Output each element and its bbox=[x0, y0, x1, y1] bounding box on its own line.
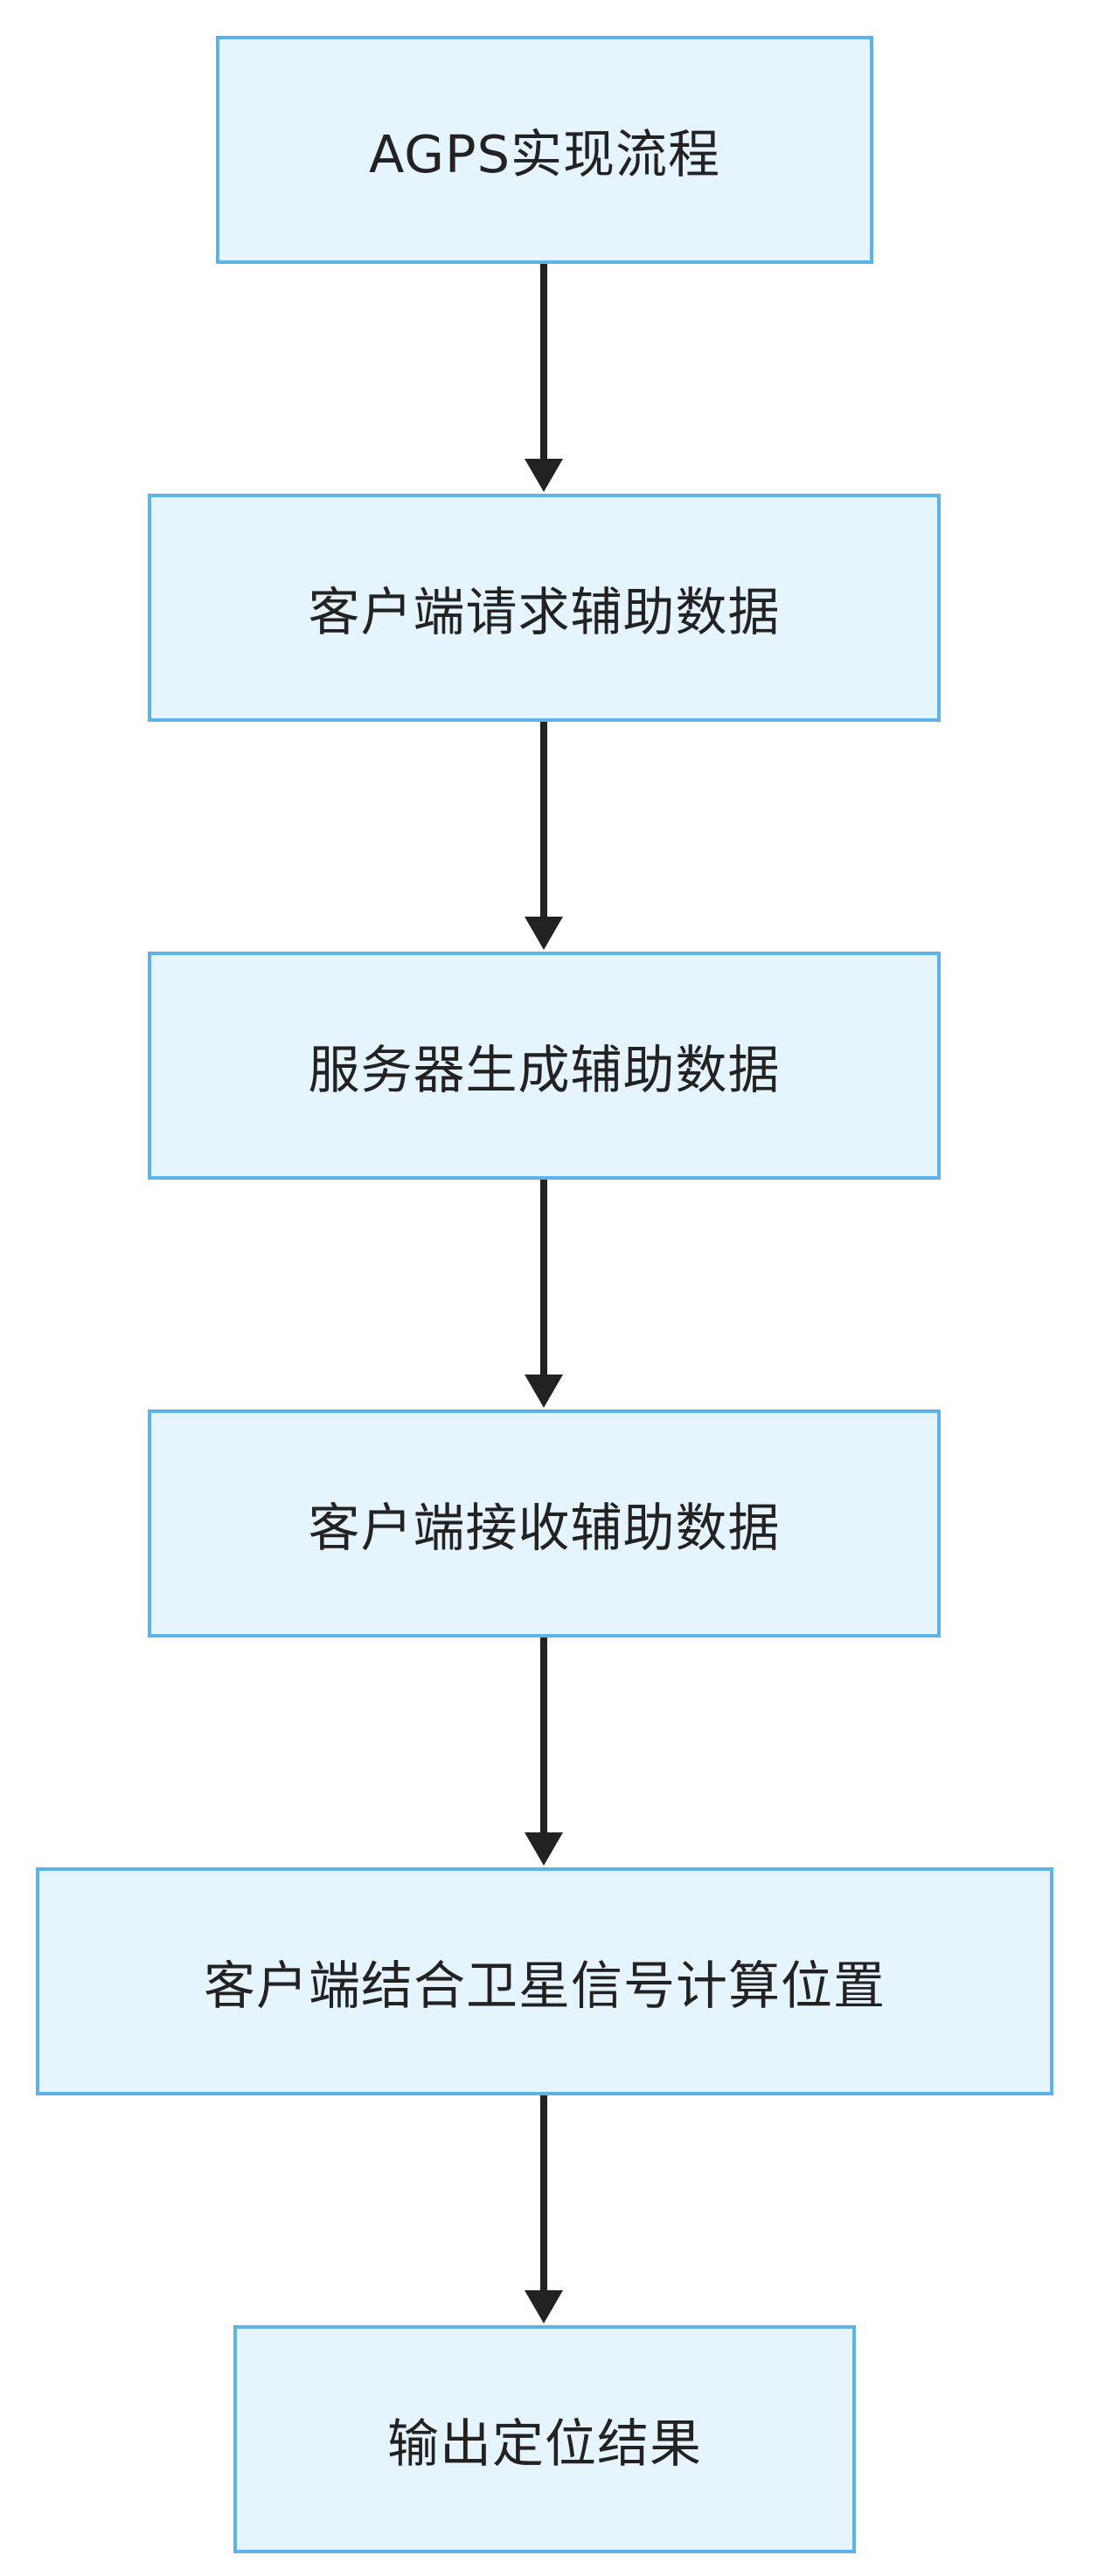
edge-n3-n4 bbox=[525, 1180, 563, 1408]
arrowhead-icon bbox=[525, 1375, 563, 1408]
node-label: 输出定位结果 bbox=[386, 2413, 702, 2474]
edge-n5-n6 bbox=[525, 2095, 563, 2323]
edge-n2-n3 bbox=[525, 722, 563, 950]
node-client-request: 客户端请求辅助数据 bbox=[148, 494, 941, 722]
edge-n4-n5 bbox=[525, 1638, 563, 1866]
arrowhead-icon bbox=[525, 917, 563, 950]
arrowhead-icon bbox=[525, 459, 563, 492]
node-label: 客户端请求辅助数据 bbox=[308, 582, 781, 642]
edge-n1-n2 bbox=[525, 264, 563, 492]
node-client-compute-position: 客户端结合卫星信号计算位置 bbox=[36, 1867, 1053, 2095]
node-output-result: 输出定位结果 bbox=[233, 2325, 856, 2553]
node-client-receive: 客户端接收辅助数据 bbox=[148, 1409, 941, 1638]
arrowhead-icon bbox=[525, 1832, 563, 1866]
node-label: 客户端接收辅助数据 bbox=[308, 1498, 781, 1558]
node-label: AGPS实现流程 bbox=[368, 124, 721, 184]
arrowhead-icon bbox=[525, 2290, 563, 2323]
node-agps-flow-title: AGPS实现流程 bbox=[216, 36, 873, 264]
node-label: 服务器生成辅助数据 bbox=[308, 1040, 781, 1100]
node-label: 客户端结合卫星信号计算位置 bbox=[203, 1956, 886, 2016]
node-server-generate: 服务器生成辅助数据 bbox=[148, 952, 941, 1180]
